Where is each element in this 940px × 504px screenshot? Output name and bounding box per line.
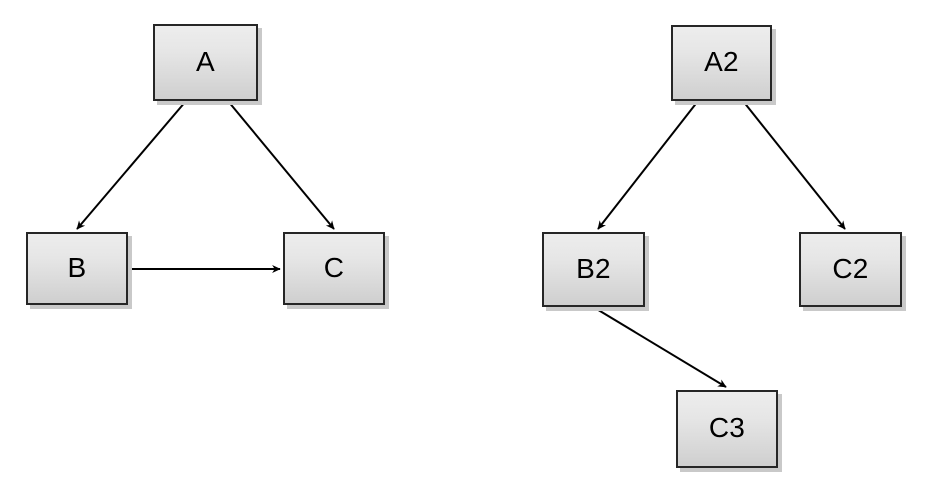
node-a2[interactable]: A2 — [671, 25, 772, 101]
edge-a2-to-b2 — [597, 100, 699, 230]
node-a[interactable]: A — [153, 24, 258, 101]
node-b[interactable]: B — [26, 232, 128, 305]
node-c2[interactable]: C2 — [799, 232, 902, 307]
edge-a-to-b — [76, 100, 187, 230]
edges — [76, 100, 846, 388]
edge-a2-to-c2 — [742, 100, 846, 230]
node-label-b: B — [67, 251, 87, 283]
node-label-c2: C2 — [832, 252, 869, 284]
node-b2[interactable]: B2 — [542, 232, 645, 307]
node-label-a: A — [196, 45, 215, 77]
node-c3[interactable]: C3 — [676, 390, 778, 468]
node-c[interactable]: C — [283, 232, 385, 305]
node-label-c: C — [323, 251, 345, 283]
node-label-b2: B2 — [576, 252, 611, 284]
edge-a-to-c — [227, 100, 335, 230]
edge-b2-to-c3 — [594, 307, 727, 388]
node-label-c3: C3 — [708, 412, 746, 443]
node-label-a2: A2 — [704, 46, 739, 77]
